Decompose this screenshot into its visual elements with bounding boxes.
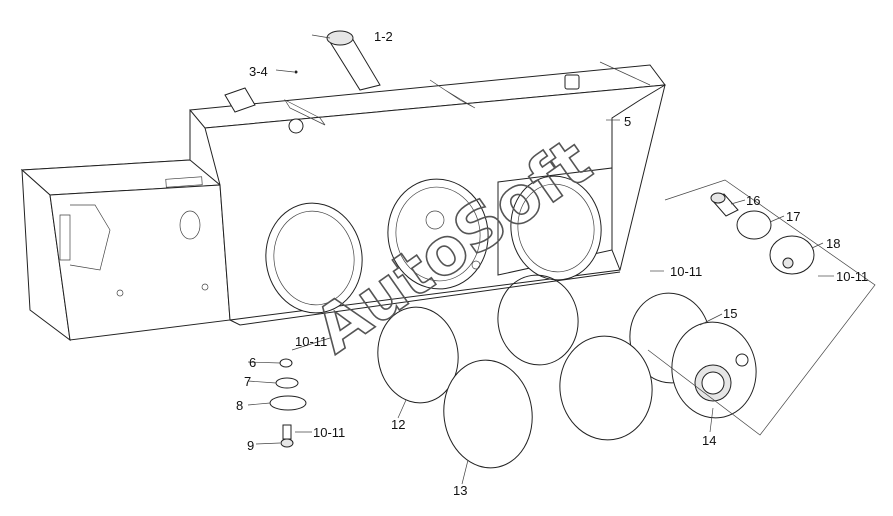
tank-openings [265, 175, 602, 314]
label-15: 15 [723, 306, 737, 321]
label-10-11-d: 10-11 [836, 269, 868, 284]
label-7: 7 [244, 374, 251, 389]
label-13: 13 [453, 483, 467, 498]
cover-plates [443, 335, 653, 469]
label-6: 6 [249, 355, 256, 370]
label-5: 5 [624, 114, 631, 129]
label-10-11-a: 10-11 [295, 334, 327, 349]
label-3-4: 3-4 [249, 64, 268, 79]
filler-neck [326, 30, 381, 91]
label-14: 14 [702, 433, 716, 448]
label-9: 9 [247, 438, 254, 453]
top-fittings [224, 61, 651, 134]
label-16: 16 [746, 193, 760, 208]
detail-outline [647, 179, 876, 436]
drain-parts [269, 358, 307, 448]
label-10-11-c: 10-11 [670, 264, 702, 279]
label-8: 8 [236, 398, 243, 413]
label-1-2: 1-2 [374, 29, 393, 44]
leader-lines [247, 34, 834, 485]
label-17: 17 [786, 209, 800, 224]
sender-plate [671, 321, 757, 419]
label-10-11-b: 10-11 [313, 425, 345, 440]
callout-labels: 1-2 3-4 5 6 7 8 9 10-11 10-11 10-11 10-1… [236, 29, 868, 498]
label-12: 12 [391, 417, 405, 432]
label-18: 18 [826, 236, 840, 251]
